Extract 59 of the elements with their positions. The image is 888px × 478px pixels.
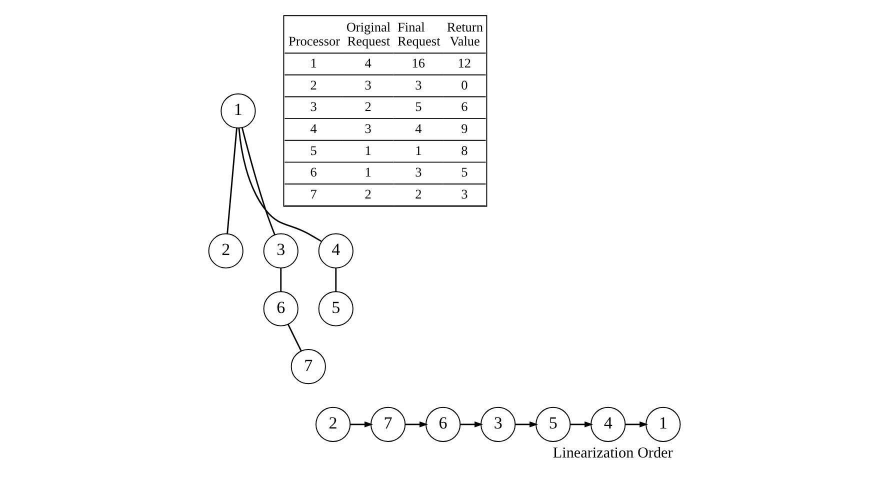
- label: 2: [414, 186, 422, 202]
- label: Original Request: [346, 19, 390, 49]
- label: 3: [460, 186, 468, 202]
- label: 1: [364, 164, 371, 180]
- node-circle: 5: [535, 406, 570, 442]
- label: 4: [414, 120, 422, 136]
- label: 6: [310, 164, 316, 180]
- node-circle: 5: [318, 291, 353, 326]
- label: Processor: [288, 34, 340, 49]
- label: 2: [364, 186, 371, 202]
- node-circle: 3: [262, 233, 298, 268]
- label: 12: [457, 56, 471, 71]
- label: 6: [460, 99, 468, 114]
- node-circle: 7: [370, 406, 406, 442]
- arrow: [570, 421, 593, 428]
- node-circle: 4: [590, 406, 626, 442]
- label: 0: [460, 77, 468, 92]
- label: 3: [310, 99, 316, 114]
- arrow: [624, 421, 648, 428]
- node-circle: 3: [480, 406, 516, 442]
- label: 16: [411, 56, 425, 71]
- node-circle: 1: [645, 406, 680, 442]
- node-circle: 2: [315, 406, 350, 442]
- label: 8: [460, 142, 468, 158]
- label: 1: [414, 142, 422, 158]
- connector: [286, 324, 302, 352]
- label: 5: [310, 142, 316, 158]
- label: 5: [460, 164, 468, 180]
- node-circle: 7: [290, 349, 326, 384]
- node-circle: 6: [262, 291, 298, 326]
- connector: [226, 128, 237, 234]
- label: 4: [364, 56, 371, 71]
- arrow: [350, 421, 373, 428]
- label: Return Value: [446, 19, 482, 49]
- label: 1: [364, 142, 371, 158]
- arrow: [514, 421, 538, 428]
- arrow: [460, 421, 483, 428]
- label: 3: [364, 120, 371, 136]
- label: 2: [310, 77, 316, 92]
- label: Final Request: [397, 19, 440, 49]
- label: 1: [310, 56, 316, 71]
- caption: Linearization Order: [552, 444, 672, 462]
- label: 9: [460, 120, 468, 136]
- connector: [334, 268, 336, 292]
- connector: [240, 128, 275, 236]
- arrow: [404, 421, 428, 428]
- label: 3: [414, 164, 422, 180]
- label: 7: [310, 186, 316, 202]
- label: 3: [364, 77, 371, 92]
- label: 2: [364, 99, 371, 114]
- node-circle: 1: [220, 93, 256, 128]
- connector: [238, 128, 322, 242]
- connector: [280, 268, 282, 292]
- label: 5: [414, 99, 422, 114]
- node-circle: 6: [425, 406, 460, 442]
- label: 4: [310, 120, 316, 136]
- label: 3: [414, 77, 422, 92]
- node-circle: 4: [318, 233, 353, 268]
- node-circle: 2: [208, 233, 243, 268]
